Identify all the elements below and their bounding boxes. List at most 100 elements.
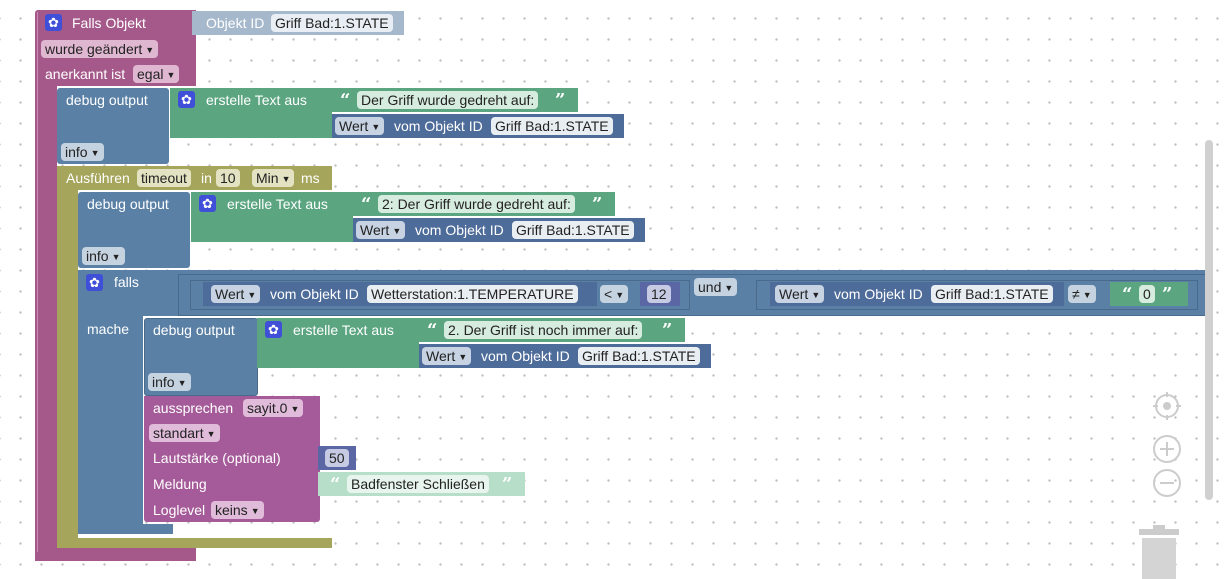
settings-gear-icon[interactable]: ✿ — [199, 195, 216, 212]
if-label: falls — [114, 274, 139, 290]
vertical-scrollbar[interactable] — [1205, 140, 1213, 500]
text-field-3[interactable]: 2. Der Griff ist noch immer auf: — [444, 321, 643, 339]
value-type-3: Wert — [426, 348, 456, 364]
speak-mode-dropdown[interactable]: standart▼ — [149, 424, 220, 442]
ack-dropdown[interactable]: egal▼ — [133, 65, 180, 83]
quote-open-icon: “ — [1122, 284, 1133, 305]
compare-op-1: < — [604, 286, 613, 302]
chevron-down-icon: ▼ — [392, 226, 402, 236]
text-field-1[interactable]: Der Griff wurde gedreht auf: — [357, 91, 539, 109]
object-field-cond2[interactable]: Griff Bad:1.STATE — [931, 285, 1053, 303]
value-dropdown-1[interactable]: Wert▼ — [335, 117, 385, 135]
object-field-cond1[interactable]: Wetterstation:1.TEMPERATURE — [367, 285, 578, 303]
debug-label-1: debug output — [66, 92, 148, 108]
message-field[interactable]: Badfenster Schließen — [347, 475, 489, 493]
speak-label: aussprechen — [153, 400, 234, 416]
value-dropdown-cond2[interactable]: Wert▼ — [775, 285, 825, 303]
debug-level-dropdown-3[interactable]: info▼ — [148, 373, 191, 391]
object-id-field[interactable]: Griff Bad:1.STATE — [271, 14, 393, 32]
chevron-down-icon: ▼ — [166, 70, 176, 80]
value-type-2: Wert — [360, 222, 390, 238]
volume-field[interactable]: 50 — [325, 449, 349, 467]
loglevel-dropdown[interactable]: keins▼ — [211, 501, 264, 519]
create-text-block-2[interactable] — [191, 192, 353, 242]
value-dropdown-2[interactable]: Wert▼ — [356, 221, 406, 239]
logic-op: und — [698, 279, 722, 295]
chevron-down-icon: ▼ — [247, 290, 257, 300]
object-field-2[interactable]: Griff Bad:1.STATE — [512, 221, 634, 239]
message-label: Meldung — [153, 476, 207, 492]
from-object-label-cond2: vom Objekt ID — [834, 286, 923, 302]
quote-open-icon: “ — [330, 474, 341, 495]
value-type-cond2: Wert — [779, 286, 809, 302]
settings-gear-icon[interactable]: ✿ — [86, 274, 103, 291]
zoom-in-icon[interactable] — [1152, 434, 1182, 464]
zoom-out-icon[interactable] — [1152, 468, 1182, 498]
loglevel-value: keins — [215, 502, 248, 518]
if-block-frame — [78, 270, 143, 534]
text-field-cond2[interactable]: 0 — [1139, 285, 1155, 303]
timeout-amount-field[interactable]: 10 — [216, 169, 240, 187]
event-title: Falls Objekt — [72, 15, 146, 31]
debug-level-value-3: info — [152, 374, 175, 390]
quote-close-icon: ” — [662, 320, 673, 341]
settings-gear-icon[interactable]: ✿ — [178, 91, 195, 108]
changed-dropdown[interactable]: wurde geändert▼ — [41, 40, 159, 58]
debug-label-3: debug output — [153, 322, 235, 338]
timeout-label: Ausführen — [66, 170, 130, 186]
create-text-label-2: erstelle Text aus — [227, 196, 328, 212]
timeout-unit-dropdown[interactable]: Min▼ — [252, 169, 295, 187]
chevron-down-icon: ▼ — [111, 252, 121, 262]
number-field[interactable]: 12 — [647, 285, 671, 303]
chevron-down-icon: ▼ — [90, 148, 100, 158]
compare-op-2: ≠ — [1072, 286, 1080, 302]
quote-close-icon: ” — [555, 90, 566, 111]
event-block[interactable] — [35, 10, 196, 561]
chevron-down-icon: ▼ — [724, 283, 734, 293]
from-object-label-1: vom Objekt ID — [394, 118, 483, 134]
value-type-cond1: Wert — [215, 286, 245, 302]
debug-level-dropdown-2[interactable]: info▼ — [82, 247, 125, 265]
chevron-down-icon: ▼ — [811, 290, 821, 300]
changed-value: wurde geändert — [45, 41, 143, 57]
settings-gear-icon[interactable]: ✿ — [45, 14, 62, 31]
settings-gear-icon[interactable]: ✿ — [265, 321, 282, 338]
timeout-ms-label: ms — [301, 170, 320, 186]
ack-label: anerkannt ist — [45, 66, 126, 82]
quote-close-icon: ” — [1162, 284, 1173, 305]
text-field-2[interactable]: 2: Der Griff wurde gedreht auf: — [378, 195, 575, 213]
speak-instance-dropdown[interactable]: sayit.0▼ — [243, 399, 304, 417]
value-dropdown-3[interactable]: Wert▼ — [422, 347, 472, 365]
object-id-label: Objekt ID — [206, 15, 265, 31]
quote-close-icon: ” — [592, 194, 603, 215]
do-label: mache — [87, 321, 130, 337]
timeout-block-frame — [57, 166, 78, 548]
debug-level-value-1: info — [65, 144, 88, 160]
quote-close-icon: ” — [502, 474, 513, 495]
center-icon[interactable] — [1152, 391, 1182, 421]
compare-op-dropdown-2[interactable]: ≠▼ — [1068, 285, 1096, 303]
trash-icon[interactable] — [1138, 525, 1180, 579]
timeout-name-field[interactable]: timeout — [137, 169, 191, 187]
create-text-block-3[interactable] — [257, 318, 419, 368]
logic-op-dropdown[interactable]: und▼ — [694, 278, 738, 296]
debug-label-2: debug output — [87, 196, 169, 212]
value-dropdown-cond1[interactable]: Wert▼ — [211, 285, 261, 303]
compare-op-dropdown-1[interactable]: <▼ — [600, 285, 629, 303]
loglevel-label: Loglevel — [153, 502, 206, 518]
chevron-down-icon: ▼ — [371, 122, 381, 132]
object-field-3[interactable]: Griff Bad:1.STATE — [578, 347, 700, 365]
create-text-block-1[interactable] — [170, 88, 332, 138]
quote-open-icon: “ — [427, 320, 438, 341]
chevron-down-icon: ▼ — [250, 506, 260, 516]
debug-level-value-2: info — [86, 248, 109, 264]
ack-value: egal — [137, 66, 164, 82]
chevron-down-icon: ▼ — [615, 290, 625, 300]
chevron-down-icon: ▼ — [281, 174, 291, 184]
quote-open-icon: “ — [361, 194, 372, 215]
timeout-block-footer — [57, 538, 332, 548]
timeout-unit-value: Min — [256, 170, 279, 186]
from-object-label-cond1: vom Objekt ID — [270, 286, 359, 302]
object-field-1[interactable]: Griff Bad:1.STATE — [491, 117, 613, 135]
debug-level-dropdown-1[interactable]: info▼ — [61, 143, 104, 161]
